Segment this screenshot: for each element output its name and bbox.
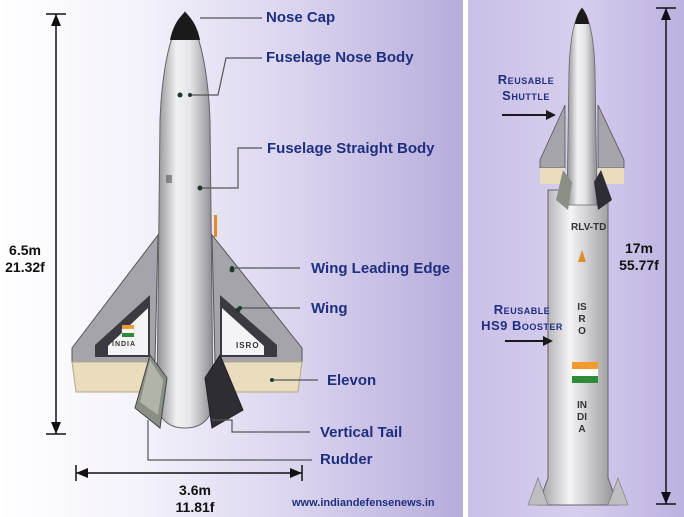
- leader-lines: [147, 17, 318, 461]
- label-nose-cap: Nose Cap: [266, 9, 336, 26]
- website-credit: www.indiandefensenews.in: [292, 497, 435, 509]
- shuttle-width-label: 3.6m 11.81f: [165, 482, 225, 516]
- label-fuselage-straight-body: Fuselage Straight Body: [267, 140, 435, 157]
- height-dimension-line: [46, 13, 66, 435]
- stack-height-meters: 17m: [624, 240, 654, 256]
- stack-height-feet: 55.77f: [619, 257, 659, 273]
- width-dimension-line: [75, 465, 303, 481]
- reusable-shuttle-label: Reusable Shuttle: [486, 72, 566, 104]
- label-vertical-tail: Vertical Tail: [320, 424, 403, 441]
- label-fuselage-nose-body: Fuselage Nose Body: [266, 49, 414, 66]
- reusable-shuttle-line1: Reusable: [497, 72, 555, 87]
- reusable-booster-line2: HS9 Booster: [481, 318, 563, 333]
- panel-divider: [463, 0, 468, 517]
- reusable-booster-line1: Reusable: [493, 302, 551, 317]
- isro-vertical-marking: ISRO: [577, 302, 587, 337]
- launch-stack-rocket: [527, 7, 629, 506]
- reusable-arrows: [502, 114, 548, 342]
- india-vertical-marking: INDIA: [577, 400, 587, 435]
- reusable-shuttle-line2: Shuttle: [502, 88, 550, 103]
- label-rudder: Rudder: [320, 451, 373, 468]
- nose-cap: [170, 12, 200, 40]
- rlv-marking: RLV-TD: [571, 222, 607, 233]
- wing-marking-india: INDIA: [112, 341, 137, 348]
- reusable-booster-label: Reusable HS9 Booster: [474, 302, 570, 334]
- wing-marking-isro: ISRO: [236, 341, 260, 350]
- label-wing-leading-edge: Wing Leading Edge: [311, 260, 451, 277]
- fuselage: [156, 11, 214, 429]
- shuttle-width-feet: 11.81f: [175, 499, 215, 515]
- shuttle-height-feet: 21.32f: [5, 259, 45, 275]
- shuttle-width-meters: 3.6m: [179, 482, 211, 498]
- stack-height-label: 17m 55.77f: [612, 240, 666, 274]
- shuttle-height-label: 6.5m 21.32f: [0, 242, 50, 276]
- right-vertical-tail: [204, 353, 244, 429]
- shuttle-height-meters: 6.5m: [9, 242, 41, 258]
- label-wing: Wing: [311, 300, 348, 317]
- label-elevon: Elevon: [327, 372, 377, 389]
